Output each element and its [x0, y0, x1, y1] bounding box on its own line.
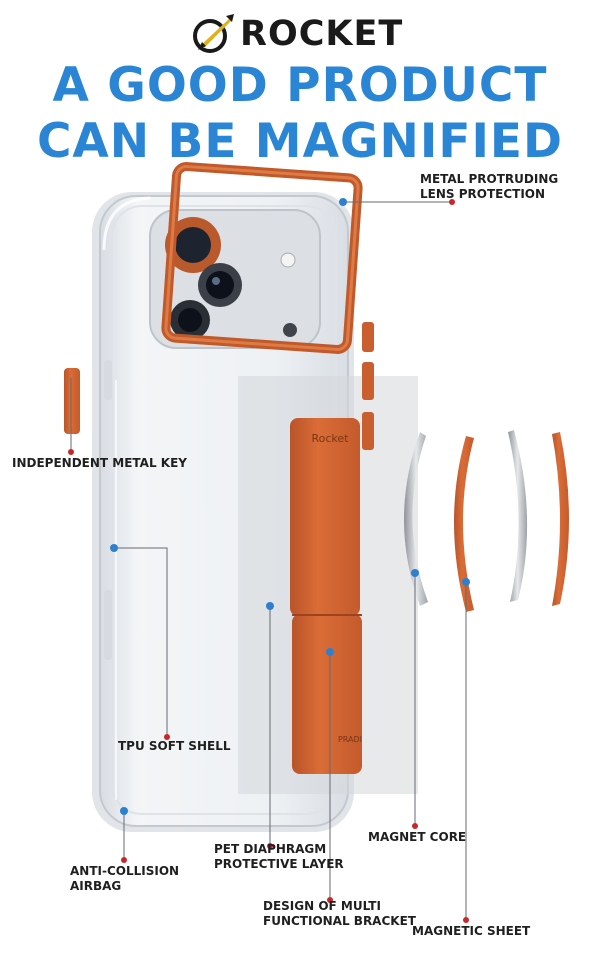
brand-name: ROCKET — [240, 14, 404, 54]
dot-magnetic-sheet — [462, 578, 470, 586]
label-tpu-soft-shell: TPU SOFT SHELL — [118, 739, 231, 753]
dot-bracket — [326, 648, 334, 656]
leader-lines — [70, 201, 467, 920]
side-metal-keys — [362, 322, 374, 450]
label-pet-diaphragm: PET DIAPHRAGM PROTECTIVE LAYER — [214, 842, 344, 871]
red-dots — [68, 199, 469, 923]
label-anti-collision-airbag: ANTI-COLLISION AIRBAG — [70, 864, 180, 893]
bracket-brand-text: Rocket — [312, 432, 350, 445]
camera-module — [149, 209, 321, 349]
dot-pet — [266, 602, 274, 610]
magnetic-sheet-right — [552, 432, 569, 606]
brand-header: ROCKET — [190, 12, 403, 56]
label-magnet-core: MAGNET CORE — [368, 830, 467, 844]
bracket-mark-text: PRADI — [338, 735, 362, 744]
label-metal-lens-protection: METAL PROTRUDING LENS PROTECTION — [420, 172, 559, 201]
dot-lens — [339, 198, 347, 206]
label-magnetic-sheet: MAGNETIC SHEET — [412, 924, 531, 938]
magnet-core-left — [404, 432, 428, 606]
label-independent-metal-key: INDEPENDENT METAL KEY — [12, 456, 187, 470]
magnetic-sheet-left — [454, 436, 474, 612]
blue-dots — [110, 198, 470, 815]
rocket-logo-icon — [193, 14, 234, 53]
headline-line-1: A GOOD PRODUCT — [52, 58, 548, 113]
dot-tpu — [110, 544, 118, 552]
independent-metal-key — [64, 368, 80, 434]
dot-airbag — [120, 807, 128, 815]
dot-magnet-core — [411, 569, 419, 577]
headline-line-2: CAN BE MAGNIFIED — [36, 114, 564, 169]
label-multi-functional-bracket: DESIGN OF MULTI FUNCTIONAL BRACKET — [263, 899, 416, 928]
multifunctional-bracket: Rocket PRADI — [290, 418, 362, 774]
metal-lens-frame — [161, 162, 363, 354]
magnet-core-right — [508, 430, 528, 602]
